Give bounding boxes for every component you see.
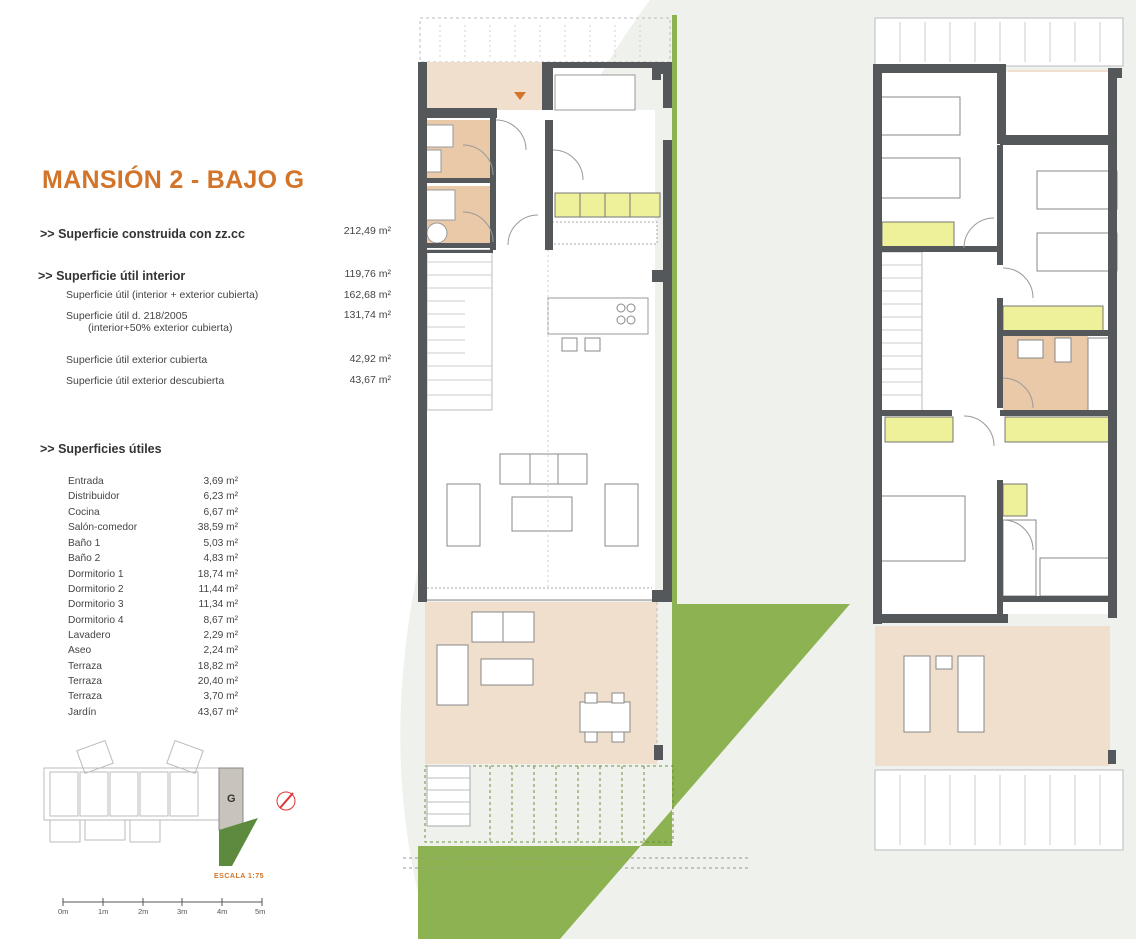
summary-row-value: 162,68 m² [343, 289, 391, 301]
scale-tick-label: 0m [58, 907, 69, 916]
construida-label: >> Superficie construida con zz.cc [40, 227, 245, 241]
entrance-arrow-icon [514, 92, 526, 100]
ground-floor-plan [403, 17, 748, 869]
scale-tick-label: 4m [217, 907, 228, 916]
util-interior-label: >> Superficie útil interior [38, 269, 186, 283]
utiles-heading: >> Superficies útiles [40, 442, 162, 456]
summary-row-value: 42,92 m² [349, 353, 391, 365]
scale-tick-label: 3m [177, 907, 188, 916]
construida-value: 212,49 m² [343, 225, 391, 237]
util-interior-value: 119,76 m² [344, 268, 392, 280]
upper-floor-plan [873, 17, 1124, 851]
scale-tick-label: 5m [255, 907, 266, 916]
page-title: MANSIÓN 2 - BAJO G [42, 166, 305, 194]
garden-area [418, 15, 850, 939]
scale-label: ESCALA 1:75 [214, 873, 264, 880]
key-plan [43, 739, 296, 866]
scale-tick-label: 2m [138, 907, 149, 916]
summary-row-label: Superficie útil exterior cubierta [66, 354, 208, 366]
summary-row-value: 43,67 m² [349, 374, 391, 386]
scale-tick-label: 1m [98, 907, 109, 916]
summary-row-label: Superficie útil (interior + exterior cub… [66, 289, 259, 301]
summary-row-value: 131,74 m² [343, 309, 391, 321]
summary-row-sublabel: (interior+50% exterior cubierta) [88, 322, 233, 334]
summary-row-label: Superficie útil exterior descubierta [66, 375, 225, 387]
garden-strip [672, 15, 677, 605]
summary-row-label: Superficie útil d. 218/2005 [66, 310, 188, 322]
scale-bar [62, 898, 263, 906]
north-arrow-icon [279, 792, 294, 809]
keyplan-unit-label: G [227, 793, 236, 805]
